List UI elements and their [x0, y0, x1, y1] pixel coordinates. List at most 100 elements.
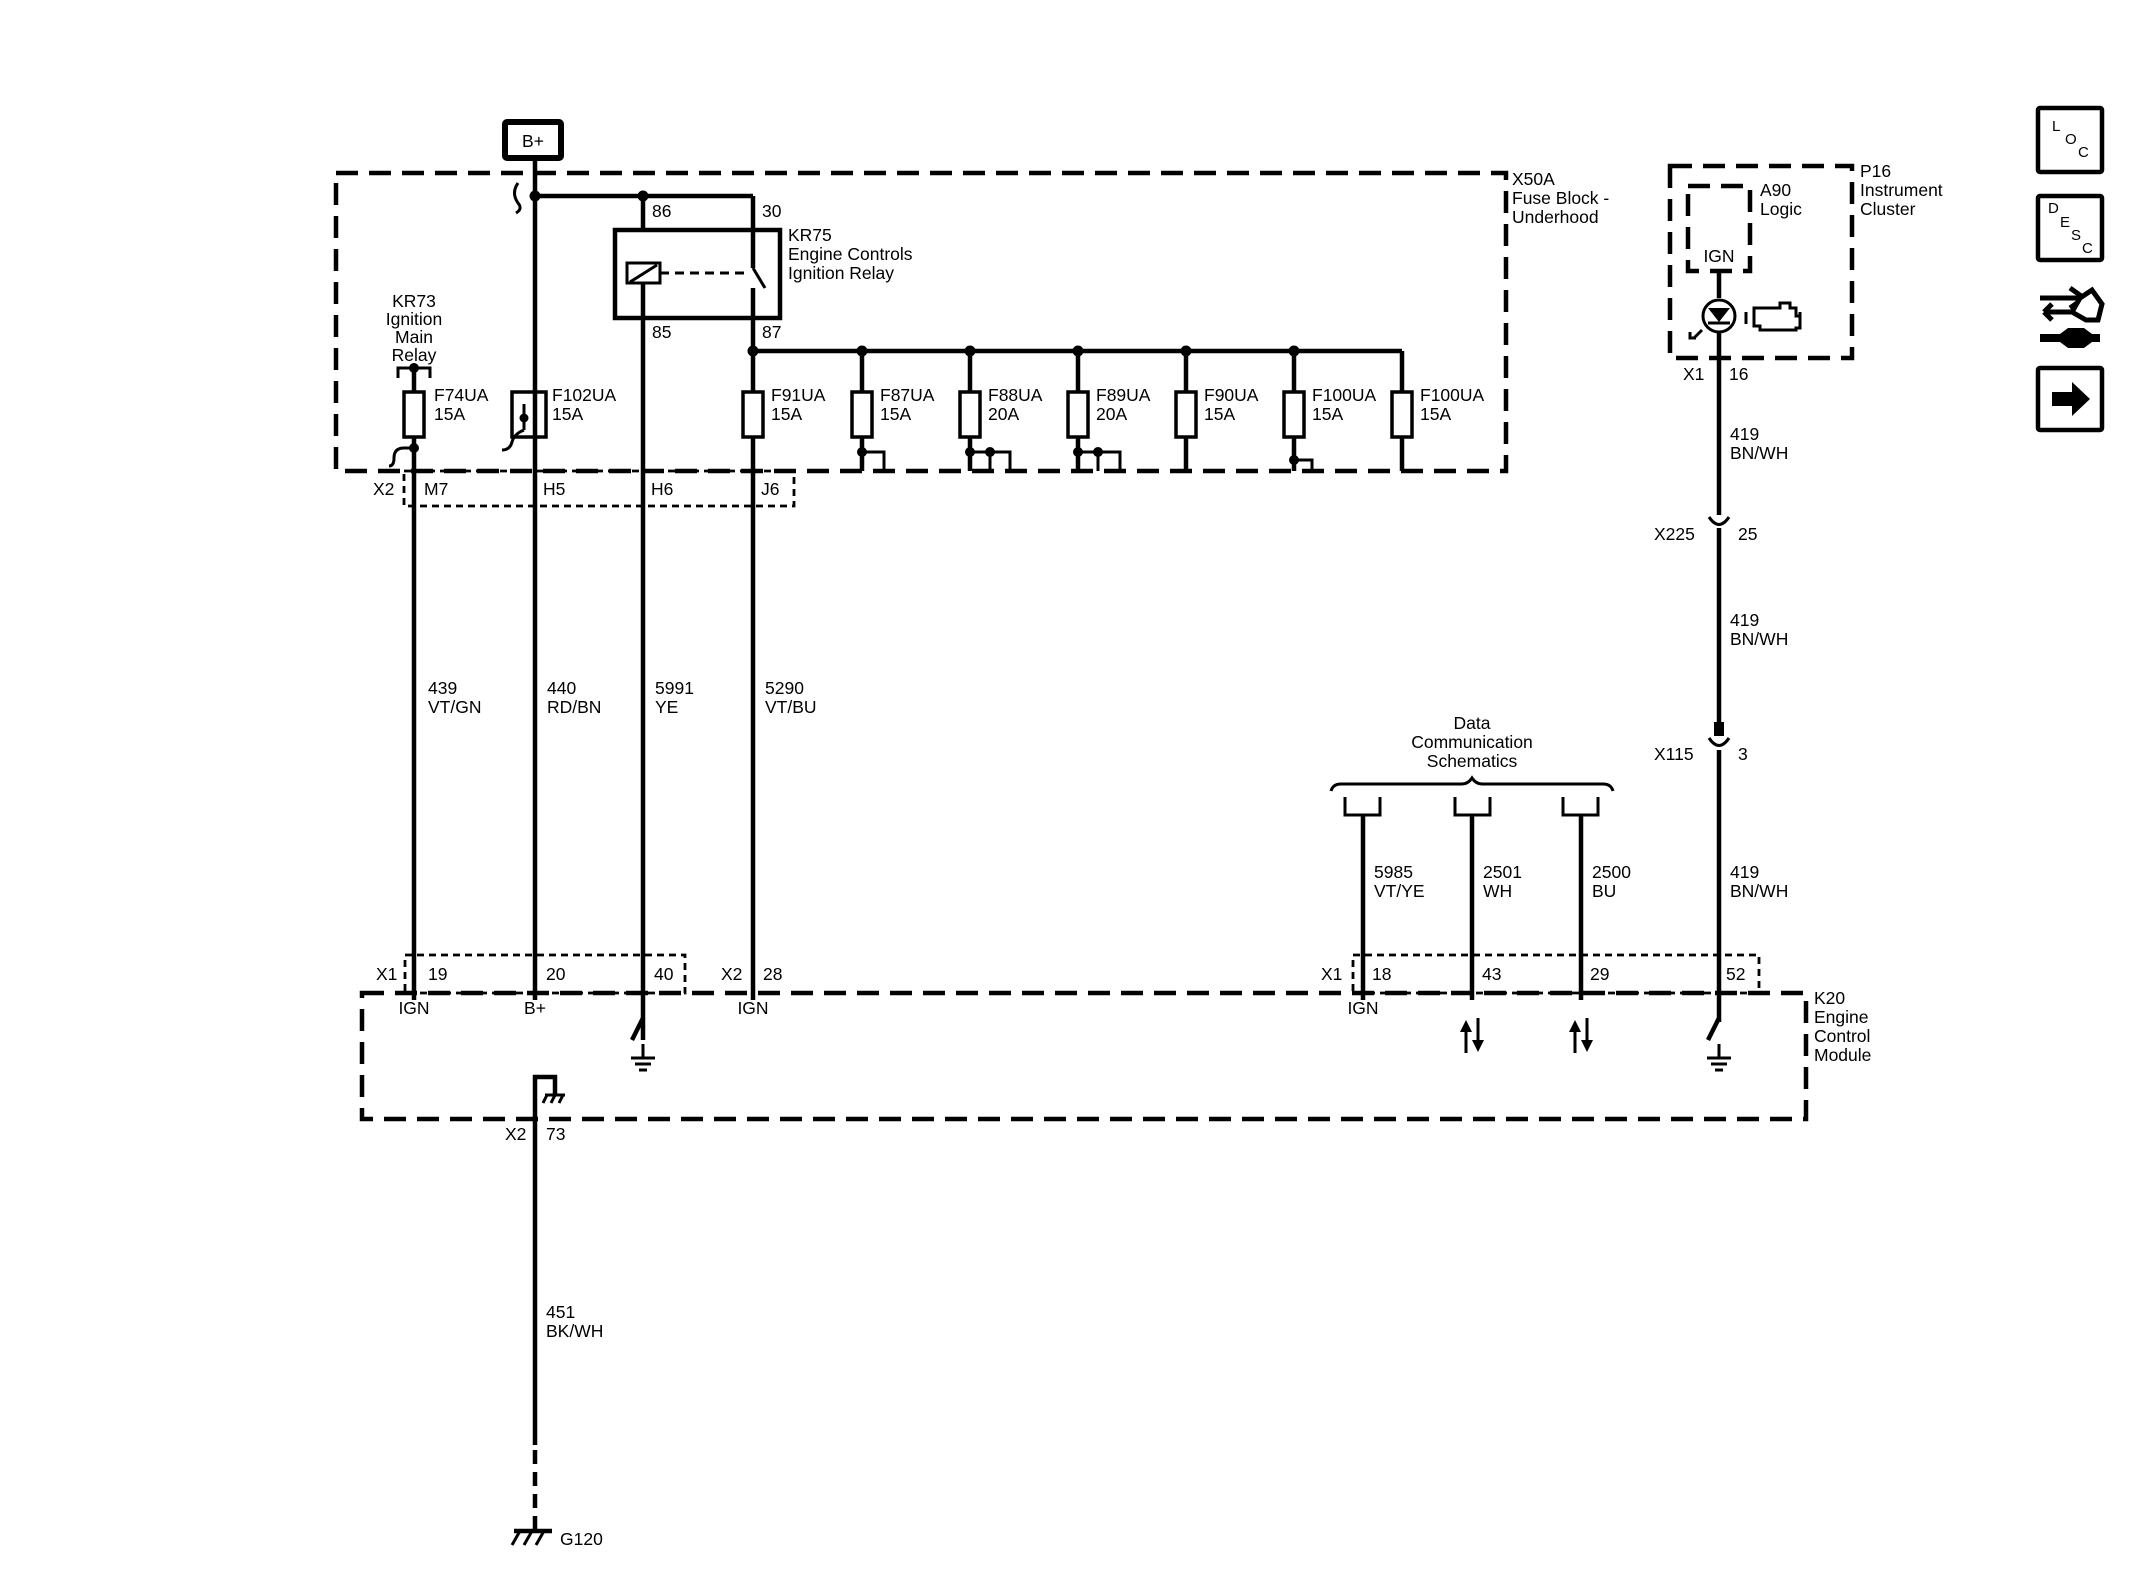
ecm-pin-40: 40 [654, 964, 674, 984]
fuse-f87ua-rating: 15A [880, 404, 911, 424]
fuse-f100ua-rating: 15A [1312, 404, 1343, 424]
kr75-name-line2: Ignition Relay [788, 263, 894, 283]
circuit-451-color: BK/WH [546, 1321, 603, 1341]
fuse-f89ua-id: F89UA [1096, 385, 1151, 405]
circuit-2501-num: 2501 [1483, 862, 1522, 882]
engine-control-module-k20: K20 Engine Control Module X1 19 20 40 X2… [359, 953, 1871, 1144]
circuit-419-c-num: 419 [1730, 862, 1759, 882]
a90-id: A90 [1760, 180, 1791, 200]
kr73-name-line2: Main [395, 327, 433, 347]
kr73-name-line1: Ignition [386, 309, 442, 329]
fuse-block-x50a: X50A Fuse Block - Underhood X2 M7 H5 H6 … [333, 169, 1609, 508]
circuit-wires-left: 439 VT/GN 440 RD/BN 5991 YE 5290 VT/BU [428, 318, 817, 1040]
fuse-f100ua-2-rating: 15A [1420, 404, 1451, 424]
circuit-5985-num: 5985 [1374, 862, 1413, 882]
fb-pin-j6: J6 [761, 479, 779, 499]
fuse-f88ua-id: F88UA [988, 385, 1043, 405]
fuse-block-id: X50A [1512, 169, 1555, 189]
fuse-f74ua-id: F74UA [434, 385, 489, 405]
x225-pin: 25 [1738, 524, 1757, 544]
ecm-label-ign-19: IGN [398, 998, 429, 1018]
fuse-f102ua: F102UA 15A [501, 385, 617, 452]
fuse-f89ua-rating: 20A [1096, 404, 1127, 424]
x115-pin: 3 [1738, 744, 1748, 764]
ecm-pin-20: 20 [546, 964, 566, 984]
relay-kr73: KR73 Ignition Main Relay F74UA 15A [386, 291, 489, 1000]
loc-letter-l: L [2052, 118, 2060, 135]
ecm-pin-18: 18 [1372, 964, 1391, 984]
instrument-cluster-p16: P16 Instrument Cluster A90 Logic IGN X1 … [1667, 161, 1943, 384]
circuit-451-ground: 451 BK/WH G120 [510, 1119, 603, 1549]
ecm-pin-73: 73 [546, 1124, 565, 1144]
connector-harness-icon[interactable] [2040, 285, 2105, 348]
kr73-id: KR73 [392, 291, 436, 311]
fb-pin-h5: H5 [543, 479, 565, 499]
ecm-connector-x2: X2 [721, 964, 742, 984]
ecm-pin-19: 19 [428, 964, 447, 984]
fuse-f90ua-id: F90UA [1204, 385, 1259, 405]
fuse-f88ua-rating: 20A [988, 404, 1019, 424]
circuit-5290-color: VT/BU [765, 697, 817, 717]
ecm-pin-28: 28 [763, 964, 782, 984]
circuit-439-num: 439 [428, 678, 457, 698]
fb-pin-m7: M7 [424, 479, 448, 499]
fb-connector-name: X2 [373, 479, 394, 499]
fuse-f91ua-id: F91UA [771, 385, 826, 405]
nav-toolbar: L O C D E S C [2035, 105, 2105, 433]
desc-letter-c: C [2082, 240, 2093, 257]
circuit-2501-color: WH [1483, 881, 1512, 901]
chassis-ground-73 [532, 1074, 565, 1119]
kr75-pin-85: 85 [652, 322, 671, 342]
p16-id: P16 [1860, 161, 1891, 181]
loc-button[interactable]: L O C [2035, 105, 2105, 175]
check-engine-icon [1744, 301, 1802, 332]
circuit-440-color: RD/BN [547, 697, 601, 717]
arrow-right-icon [2052, 382, 2090, 416]
circuit-2500-num: 2500 [1592, 862, 1631, 882]
fuse-f100ua-id: F100UA [1312, 385, 1377, 405]
ground-g120-symbol [510, 1528, 552, 1546]
p16-name-line2: Cluster [1860, 199, 1916, 219]
circuit-419-b-num: 419 [1730, 610, 1759, 630]
circuit-440-num: 440 [547, 678, 576, 698]
fuse-f74ua-rating: 15A [434, 404, 465, 424]
fuse-f100ua-2-id: F100UA [1420, 385, 1485, 405]
cluster-connector-pin: 16 [1729, 364, 1748, 384]
fuse-block-name-line1: Fuse Block - [1512, 188, 1609, 208]
k20-id: K20 [1814, 988, 1845, 1008]
fuse-f87ua-id: F87UA [880, 385, 935, 405]
next-button[interactable] [2035, 365, 2105, 433]
ground-switch-40 [629, 1016, 655, 1072]
circuit-5985-color: VT/YE [1374, 881, 1425, 901]
kr75-id: KR75 [788, 225, 832, 245]
data-arrow-29 [1569, 1018, 1593, 1053]
circuit-439-color: VT/GN [428, 697, 481, 717]
fuse-labels: F91UA 15A F87UA 15A F88UA 20A F89UA 20A … [771, 385, 1485, 424]
relay-output-bus [747, 345, 1402, 357]
desc-letter-s: S [2071, 227, 2081, 244]
circuit-419-b-color: BN/WH [1730, 629, 1788, 649]
battery-label: B+ [522, 131, 544, 151]
circuit-451-num: 451 [546, 1302, 575, 1322]
fuse-f90ua-rating: 15A [1204, 404, 1235, 424]
cluster-connector-name: X1 [1683, 364, 1704, 384]
ground-g120-label: G120 [560, 1529, 603, 1549]
kr75-pin-86: 86 [652, 201, 671, 221]
circuit-419-c-color: BN/WH [1730, 881, 1788, 901]
data-comm-line1: Data [1454, 713, 1491, 733]
circuit-5991-color: YE [655, 697, 678, 717]
circuit-419-a-color: BN/WH [1730, 443, 1788, 463]
ecm-label-ign-18: IGN [1347, 998, 1378, 1018]
circuit-419-chain: 419 BN/WH X225 25 419 BN/WH X115 3 419 B… [1654, 358, 1788, 1022]
k20-name-line1: Engine [1814, 1007, 1869, 1027]
fuse-f91ua-rating: 15A [771, 404, 802, 424]
ecm-connector-x2-bottom: X2 [505, 1124, 526, 1144]
fuse-block-name-line2: Underhood [1512, 207, 1599, 227]
ecm-pin-52: 52 [1726, 964, 1745, 984]
kr75-pin-30: 30 [762, 201, 782, 221]
fb-pin-h6: H6 [651, 479, 673, 499]
circuit-5290-num: 5290 [765, 678, 804, 698]
power-bus [513, 158, 756, 471]
desc-button[interactable]: D E S C [2035, 193, 2105, 263]
ecm-pin-43: 43 [1482, 964, 1501, 984]
